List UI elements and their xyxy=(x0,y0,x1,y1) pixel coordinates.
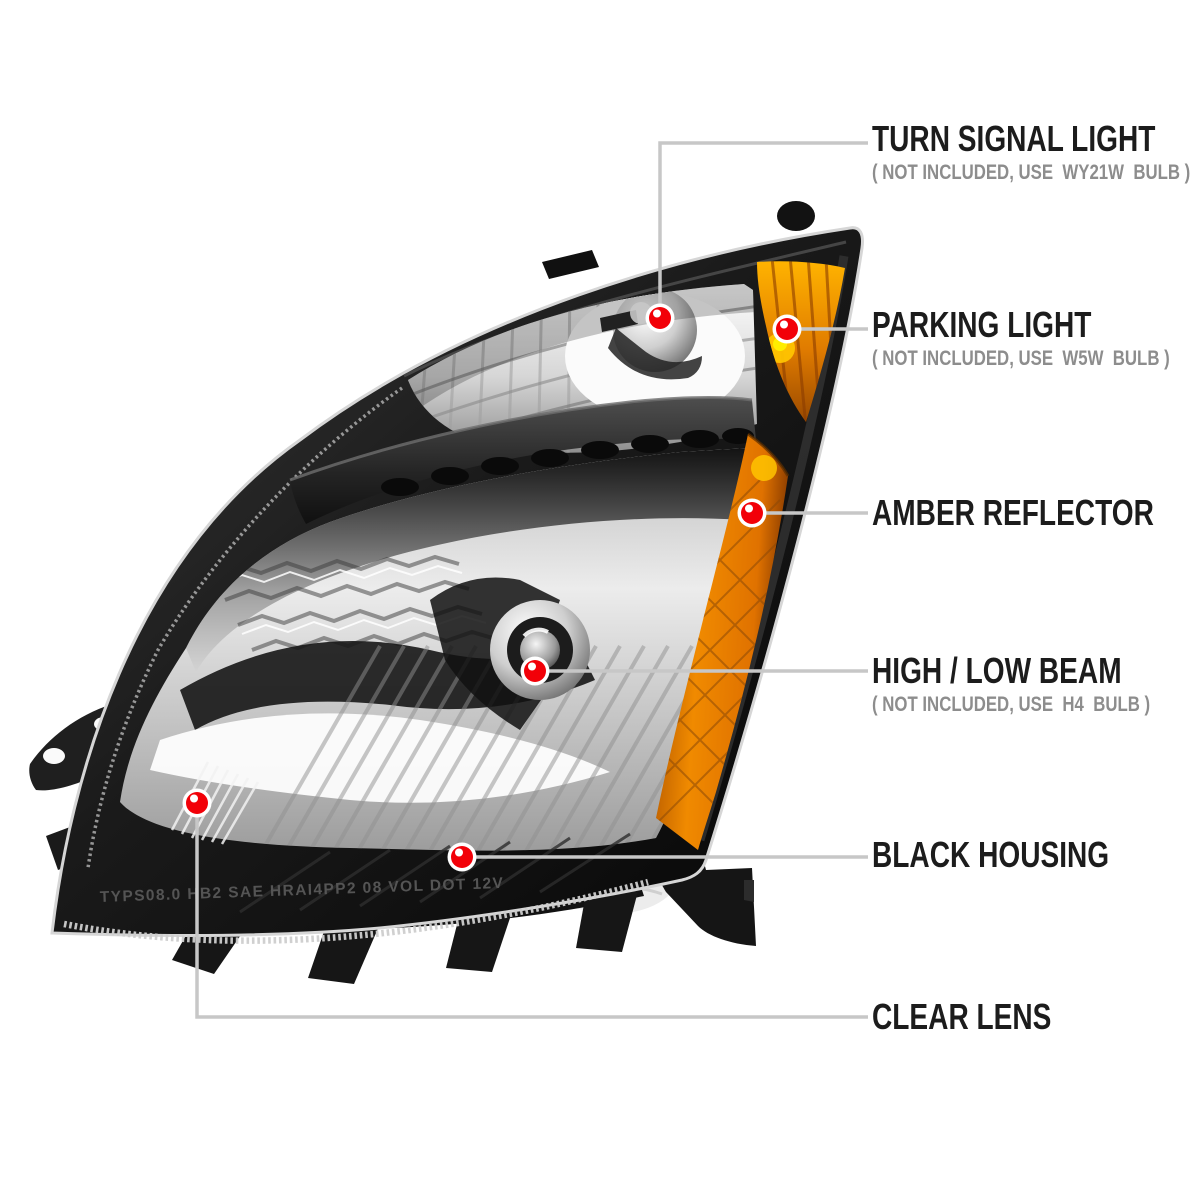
callout-markers xyxy=(182,303,802,872)
callout-label-turn-signal: TURN SIGNAL LIGHT ( NOT INCLUDED, USE WY… xyxy=(872,118,1200,184)
callout-lines xyxy=(195,141,868,1019)
callout-label-high-low-beam: HIGH / LOW BEAM ( NOT INCLUDED, USE H4 B… xyxy=(872,650,1200,716)
callout-subtitle: ( NOT INCLUDED, USE W5W BULB ) xyxy=(872,347,1170,370)
callout-marker-turn-signal xyxy=(645,303,675,333)
callout-marker-parking xyxy=(772,314,802,344)
brow-band xyxy=(289,396,756,524)
callout-subtitle: ( NOT INCLUDED, USE WY21W BULB ) xyxy=(872,161,1191,184)
gasket-bead-left xyxy=(86,386,404,869)
callout-title: CLEAR LENS xyxy=(872,996,1052,1037)
callout-marker-clear-lens xyxy=(182,788,212,818)
callout-title: AMBER REFLECTOR xyxy=(872,492,1154,533)
high-low-beam-chamber xyxy=(120,448,748,851)
callout-label-amber-reflector: AMBER REFLECTOR xyxy=(872,492,1200,533)
callout-title: TURN SIGNAL LIGHT xyxy=(872,118,1156,159)
callout-marker-amber-reflector xyxy=(737,498,767,528)
callout-title: HIGH / LOW BEAM xyxy=(872,650,1122,691)
callout-subtitle: ( NOT INCLUDED, USE H4 BULB ) xyxy=(872,693,1151,716)
callout-line-turn-signal xyxy=(658,141,868,318)
callout-label-black-housing: BLACK HOUSING xyxy=(872,834,1176,875)
callout-marker-high-low-beam xyxy=(520,656,550,686)
callout-line-clear-lens xyxy=(195,803,868,1019)
callout-label-clear-lens: CLEAR LENS xyxy=(872,996,1102,1037)
knurled-lens-trim xyxy=(63,878,649,944)
callout-label-parking: PARKING LIGHT ( NOT INCLUDED, USE W5W BU… xyxy=(872,304,1200,370)
callout-title: PARKING LIGHT xyxy=(872,304,1092,345)
callout-marker-black-housing xyxy=(447,842,477,872)
callout-title: BLACK HOUSING xyxy=(872,834,1110,875)
